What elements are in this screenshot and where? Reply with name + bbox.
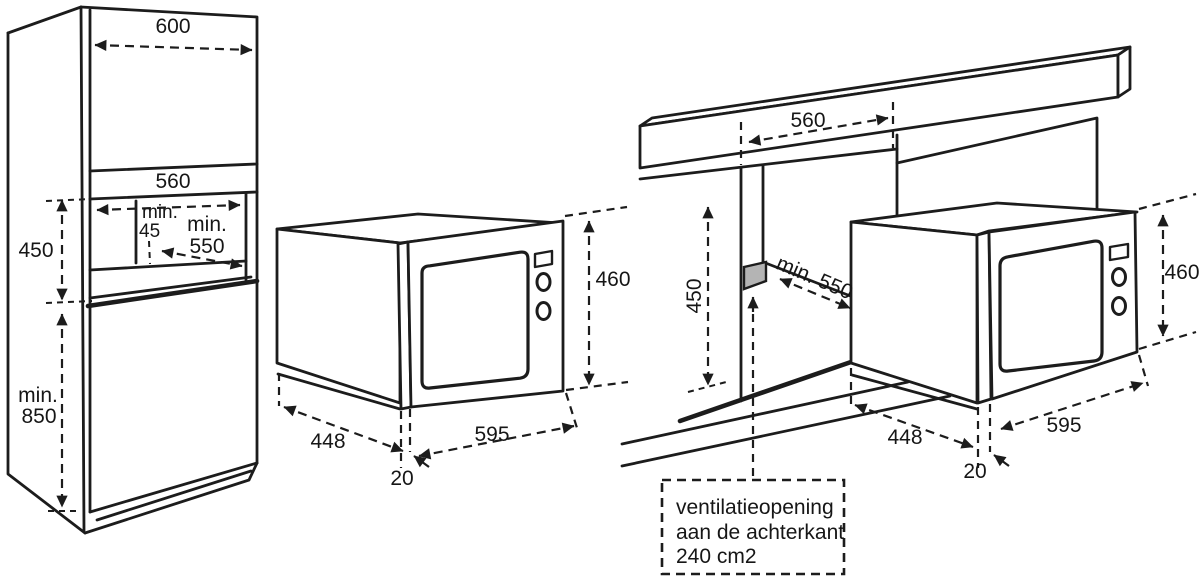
floor-line-1 bbox=[620, 380, 910, 446]
cabinet-front-outline bbox=[79, 5, 259, 465]
dim-label-under-height: 460 bbox=[1164, 261, 1199, 284]
dim-label-rear-gap-min: min. bbox=[142, 202, 178, 223]
dim-label-under-niche-height: 450 bbox=[683, 278, 706, 313]
dim-label-oven-height: 460 bbox=[595, 268, 630, 291]
oven-knob-top bbox=[535, 272, 552, 292]
oven2-door-window bbox=[998, 239, 1104, 373]
dim-line-600 bbox=[94, 39, 253, 56]
worktop-underside-edge bbox=[638, 147, 899, 181]
vent-note-line3: 240 cm2 bbox=[676, 545, 757, 568]
dim-line-550-right bbox=[779, 277, 851, 310]
upper-door-bottom-edge bbox=[88, 162, 259, 173]
oven-left-face bbox=[275, 227, 402, 405]
ext-595r-right bbox=[1137, 354, 1150, 387]
dim-label-oven-width: 595 bbox=[474, 423, 509, 446]
oven2-left-face bbox=[849, 220, 979, 405]
niche-top-tick bbox=[45, 198, 93, 202]
dim-label-depth-value: 550 bbox=[189, 235, 224, 258]
oven2-base-line bbox=[850, 373, 979, 411]
dim-label-under-depth-min: min. 550 bbox=[773, 252, 856, 305]
lower-door-bottom-edge bbox=[88, 461, 259, 514]
ext-460r-top bbox=[1138, 192, 1197, 211]
dim-label-door-width: 600 bbox=[155, 15, 190, 38]
plinth-bottom-edge bbox=[83, 461, 259, 535]
oven-front-diagram: 460 448 595 20 bbox=[275, 205, 631, 490]
niche-bottom-tick bbox=[45, 300, 93, 304]
dim-line-560 bbox=[96, 199, 241, 216]
dim-arrow-20-right bbox=[993, 454, 1010, 467]
dim-arrow-20 bbox=[413, 455, 430, 468]
dim-label-base-value: 850 bbox=[21, 405, 56, 428]
ext-460-bottom bbox=[565, 380, 629, 392]
dim-label-oven-frame: 20 bbox=[390, 467, 413, 490]
cabinet-base-edge bbox=[677, 359, 854, 424]
dim-label-niche-height: 450 bbox=[18, 239, 53, 262]
dim-line-595 bbox=[418, 422, 575, 460]
dim-label-under-width: 595 bbox=[1046, 414, 1081, 437]
dim-label-rear-gap-value: 45 bbox=[139, 221, 160, 242]
tall-cabinet-diagram: 600 560 min. 45 min. 550 450 min. 850 bbox=[6, 5, 260, 535]
dim-label-base-min: min. bbox=[18, 384, 58, 407]
vent-opening bbox=[742, 260, 768, 291]
dim-line-560-right bbox=[748, 114, 889, 146]
oven-base-line bbox=[276, 372, 402, 411]
oven2-display bbox=[1108, 242, 1130, 262]
floor-tick-right bbox=[687, 380, 731, 393]
plinth-top-edge bbox=[95, 469, 253, 522]
ext-460r-bottom bbox=[1138, 330, 1197, 351]
cabinet-side-back-edge bbox=[6, 31, 87, 535]
oven2-knob-top bbox=[1111, 267, 1127, 287]
back-panel bbox=[895, 116, 1099, 216]
oven-door-window bbox=[420, 250, 530, 390]
niche-shelf-line bbox=[88, 275, 253, 300]
dim-label-under-niche-width: 560 bbox=[790, 109, 825, 132]
vent-note-box bbox=[660, 478, 846, 576]
oven2-knob-bottom bbox=[1111, 296, 1127, 316]
dim-line-595-right bbox=[1000, 381, 1144, 431]
dim-label-depth-min: min. bbox=[187, 213, 227, 236]
vent-note-line2: aan de achterkant bbox=[676, 521, 844, 544]
rear-gap-tick bbox=[148, 240, 151, 265]
niche-floor-front-edge bbox=[85, 278, 260, 309]
worktop-end-cap bbox=[1116, 45, 1132, 99]
built-under-diagram: 560 450 min. 550 ventilatieopening aan d… bbox=[620, 45, 1200, 576]
dim-line-448-right bbox=[854, 403, 974, 449]
cabinet-side-front-edge bbox=[79, 5, 86, 533]
dim-label-under-depth: 448 bbox=[887, 426, 922, 449]
cabinet-side-top-edge bbox=[6, 5, 83, 35]
oven-knob-bottom bbox=[535, 301, 552, 321]
dim-label-under-frame: 20 bbox=[963, 460, 986, 483]
ext-460-top bbox=[564, 205, 628, 218]
niche-top-edge bbox=[88, 190, 259, 201]
dim-label-niche-width: 560 bbox=[155, 170, 190, 193]
dim-line-448 bbox=[283, 405, 404, 453]
vent-note-line1: ventilatieopening bbox=[676, 496, 834, 519]
oven-display bbox=[533, 249, 554, 269]
dim-label-oven-depth: 448 bbox=[310, 430, 345, 453]
ext-595-right bbox=[564, 392, 579, 429]
dim-line-550 bbox=[161, 247, 243, 270]
